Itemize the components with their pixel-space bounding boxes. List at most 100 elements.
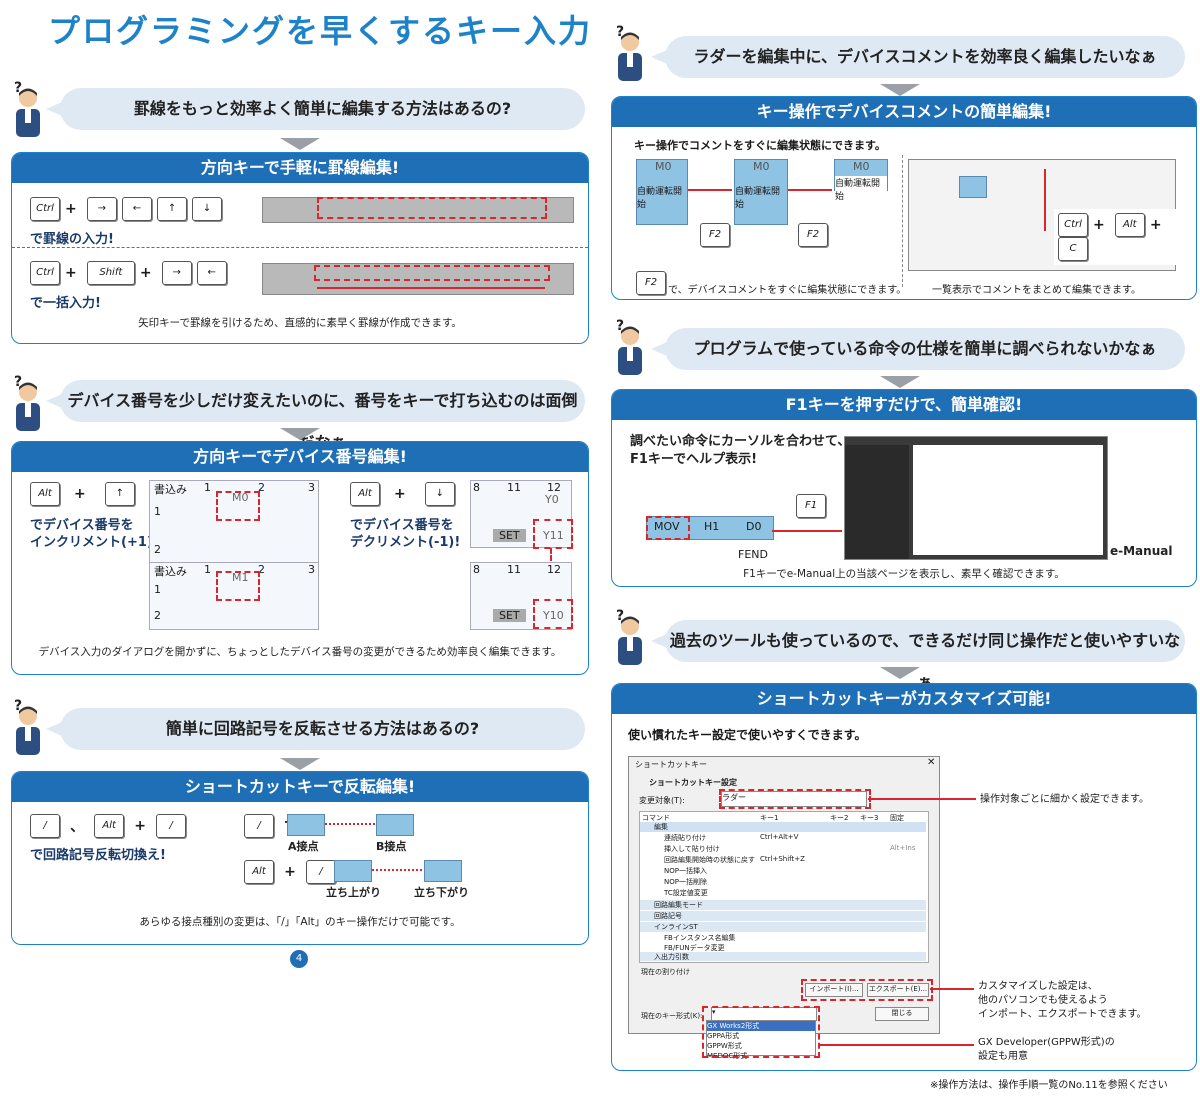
format-option[interactable]: GPPW形式 [707,1042,742,1050]
table-row[interactable]: 挿入して貼り付け [664,845,720,853]
panel-line-edit: 方向キーで手軽に罫線編集! Ctrl+ → ← ↑ ↓ で罫線の入力! Ctrl… [11,152,589,344]
device-number: M1 [232,571,249,584]
group-row[interactable]: 編集 [640,822,926,832]
panel-note: 矢印キーで罫線を引けるため、直感的に素早く罫線が作成できます。 [138,317,462,329]
col-key3: キー3 [860,814,879,822]
down-arrow [280,758,320,770]
alt-key: Alt [1114,213,1145,237]
table-row[interactable]: TC設定値変更 [664,889,708,897]
panel-comment-edit: キー操作でデバイスコメントの簡単編集! キー操作でコメントをすぐに編集状態にでき… [611,96,1197,300]
col-fixed: 固定 [890,814,904,822]
caption-right: 一覧表示でコメントをまとめて編集できます。 [932,285,1141,296]
grid-col: 11 [507,563,521,576]
left-arrow-key: ← [121,197,152,221]
group-row[interactable]: 回路記号 [640,911,926,921]
keyformat-label: 現在のキー形式(K): [641,1012,703,1020]
group-label: インラインST [654,923,698,931]
invert-keys: / 、 Alt + / [30,814,187,838]
intro-text-1: 調べたい命令にカーソルを合わせて、 [630,434,851,449]
grid-row: 2 [154,609,161,622]
intro-text-2: F1キーでヘルプ表示! [630,452,758,467]
left-arrow-key: ← [196,261,227,285]
a-contact-symbol [287,814,325,836]
group-label: 入出力引数 [654,953,689,961]
device-number: M0 [232,491,249,504]
comment-label: 自動運転開始 [637,187,683,210]
arrow-line [772,530,842,532]
table-row[interactable]: FBインスタンス名編集 [664,934,736,942]
group-row[interactable]: インラインST [640,922,926,932]
ctrl-key: Ctrl [30,197,60,221]
ladder-cell-1: M0 自動運転開始 [636,159,688,225]
ladder-cell-3: M0 自動運転開始 [834,159,888,202]
target-select[interactable]: ラダー [721,791,867,807]
export-button[interactable]: エクスポート(E)... [867,983,929,997]
highlight-box [702,1006,820,1058]
ctrl-key: Ctrl [1058,213,1088,237]
alt-key: Alt [94,814,125,838]
arrow-line [688,189,732,191]
instruction-row [646,516,774,540]
format-option[interactable]: GX Works2形式 [707,1021,815,1031]
panel-note: デバイス入力のダイアログを開かずに、ちょっとしたデバイス番号の変更ができるため効… [38,646,562,658]
plus-sign: + [284,864,296,880]
arrow-line [372,869,422,873]
question-bubble-1: 罫線をもっと効率よく簡単に編集する方法はあるの? [46,88,585,130]
group-row[interactable]: 入出力引数 [640,952,926,961]
arrow-line [325,823,375,827]
highlight-box [216,491,260,521]
highlight-box [533,519,573,549]
shift-key: Shift [86,261,135,285]
d0-operand: D0 [746,520,762,533]
arrow-line [550,548,552,568]
table-row[interactable]: 回路編集開始時の状態に戻す [664,856,755,864]
highlight-box [314,265,550,281]
f2-key: F2 [700,223,730,247]
dec-label-2: デクリメント(-1)! [350,535,461,550]
slash-key: / [305,860,336,884]
grid-col: 11 [507,481,521,494]
grid-col: 2 [258,563,265,576]
right-arrow-key: → [161,261,192,285]
panel-note: あらゆる接点種別の変更は、「/」「Alt」のキー操作だけで可能です。 [139,916,461,928]
grid-col: 8 [473,563,480,576]
ladder-cell-2: M0 自動運転開始 [734,159,788,225]
f1-key: F1 [796,494,826,518]
down-arrow-key: ↓ [192,197,223,221]
table-cell: Ctrl+Alt+V [760,833,799,841]
up-arrow-key: ↑ [157,197,188,221]
table-row[interactable]: NOP一括削除 [664,878,707,886]
import-button[interactable]: インポート(I)... [805,983,863,997]
table-row[interactable]: NOP一括挿入 [664,867,707,875]
person-icon [16,706,40,755]
comment-label: 自動運転開始 [735,187,781,210]
person-icon [618,32,642,81]
panel-device-edit: 方向キーでデバイス番号編集! Alt+ ↑ でデバイス番号を インクリメント(+… [11,441,589,675]
row2-label: で一括入力! [30,296,101,311]
group-row[interactable]: 回路編集モード [640,900,926,910]
col-key1: キー1 [760,814,779,822]
inc-keys: Alt+ ↑ [30,482,135,506]
panel-invert-edit: ショートカットキーで反転編集! / 、 Alt + / で回路記号反転切換え! … [11,771,589,945]
close-button[interactable]: 閉じる [875,1007,929,1021]
selected-cell [959,176,987,198]
panel-header: 方向キーで手軽に罫線編集! [12,153,588,183]
table-row[interactable]: FB/FUNデータ変更 [664,944,725,952]
grid-header: 書込み [154,483,187,496]
close-icon[interactable]: ✕ [927,757,936,768]
down-arrow [880,667,920,679]
device-number: Y11 [543,529,564,542]
grid-row: 2 [154,543,161,556]
grid-col: 2 [258,481,265,494]
key-row-2: Ctrl+ Shift+ → ← [30,261,227,285]
person-icon [618,326,642,375]
b-contact-label: B接点 [376,840,407,853]
annotation-3: GX Developer(GPPW形式)の 設定も用意 [978,1036,1115,1064]
highlight-box [801,979,933,1001]
format-option[interactable]: GPPA形式 [707,1032,740,1040]
group-label: 回路記号 [654,912,682,920]
table-row[interactable]: 連続貼り付け [664,834,706,842]
f2-key: F2 [636,271,666,295]
footnote: ※操作方法は、操作手順一覧のNo.11を参照ください [930,1080,1168,1091]
a-contact-label: A接点 [288,840,319,853]
